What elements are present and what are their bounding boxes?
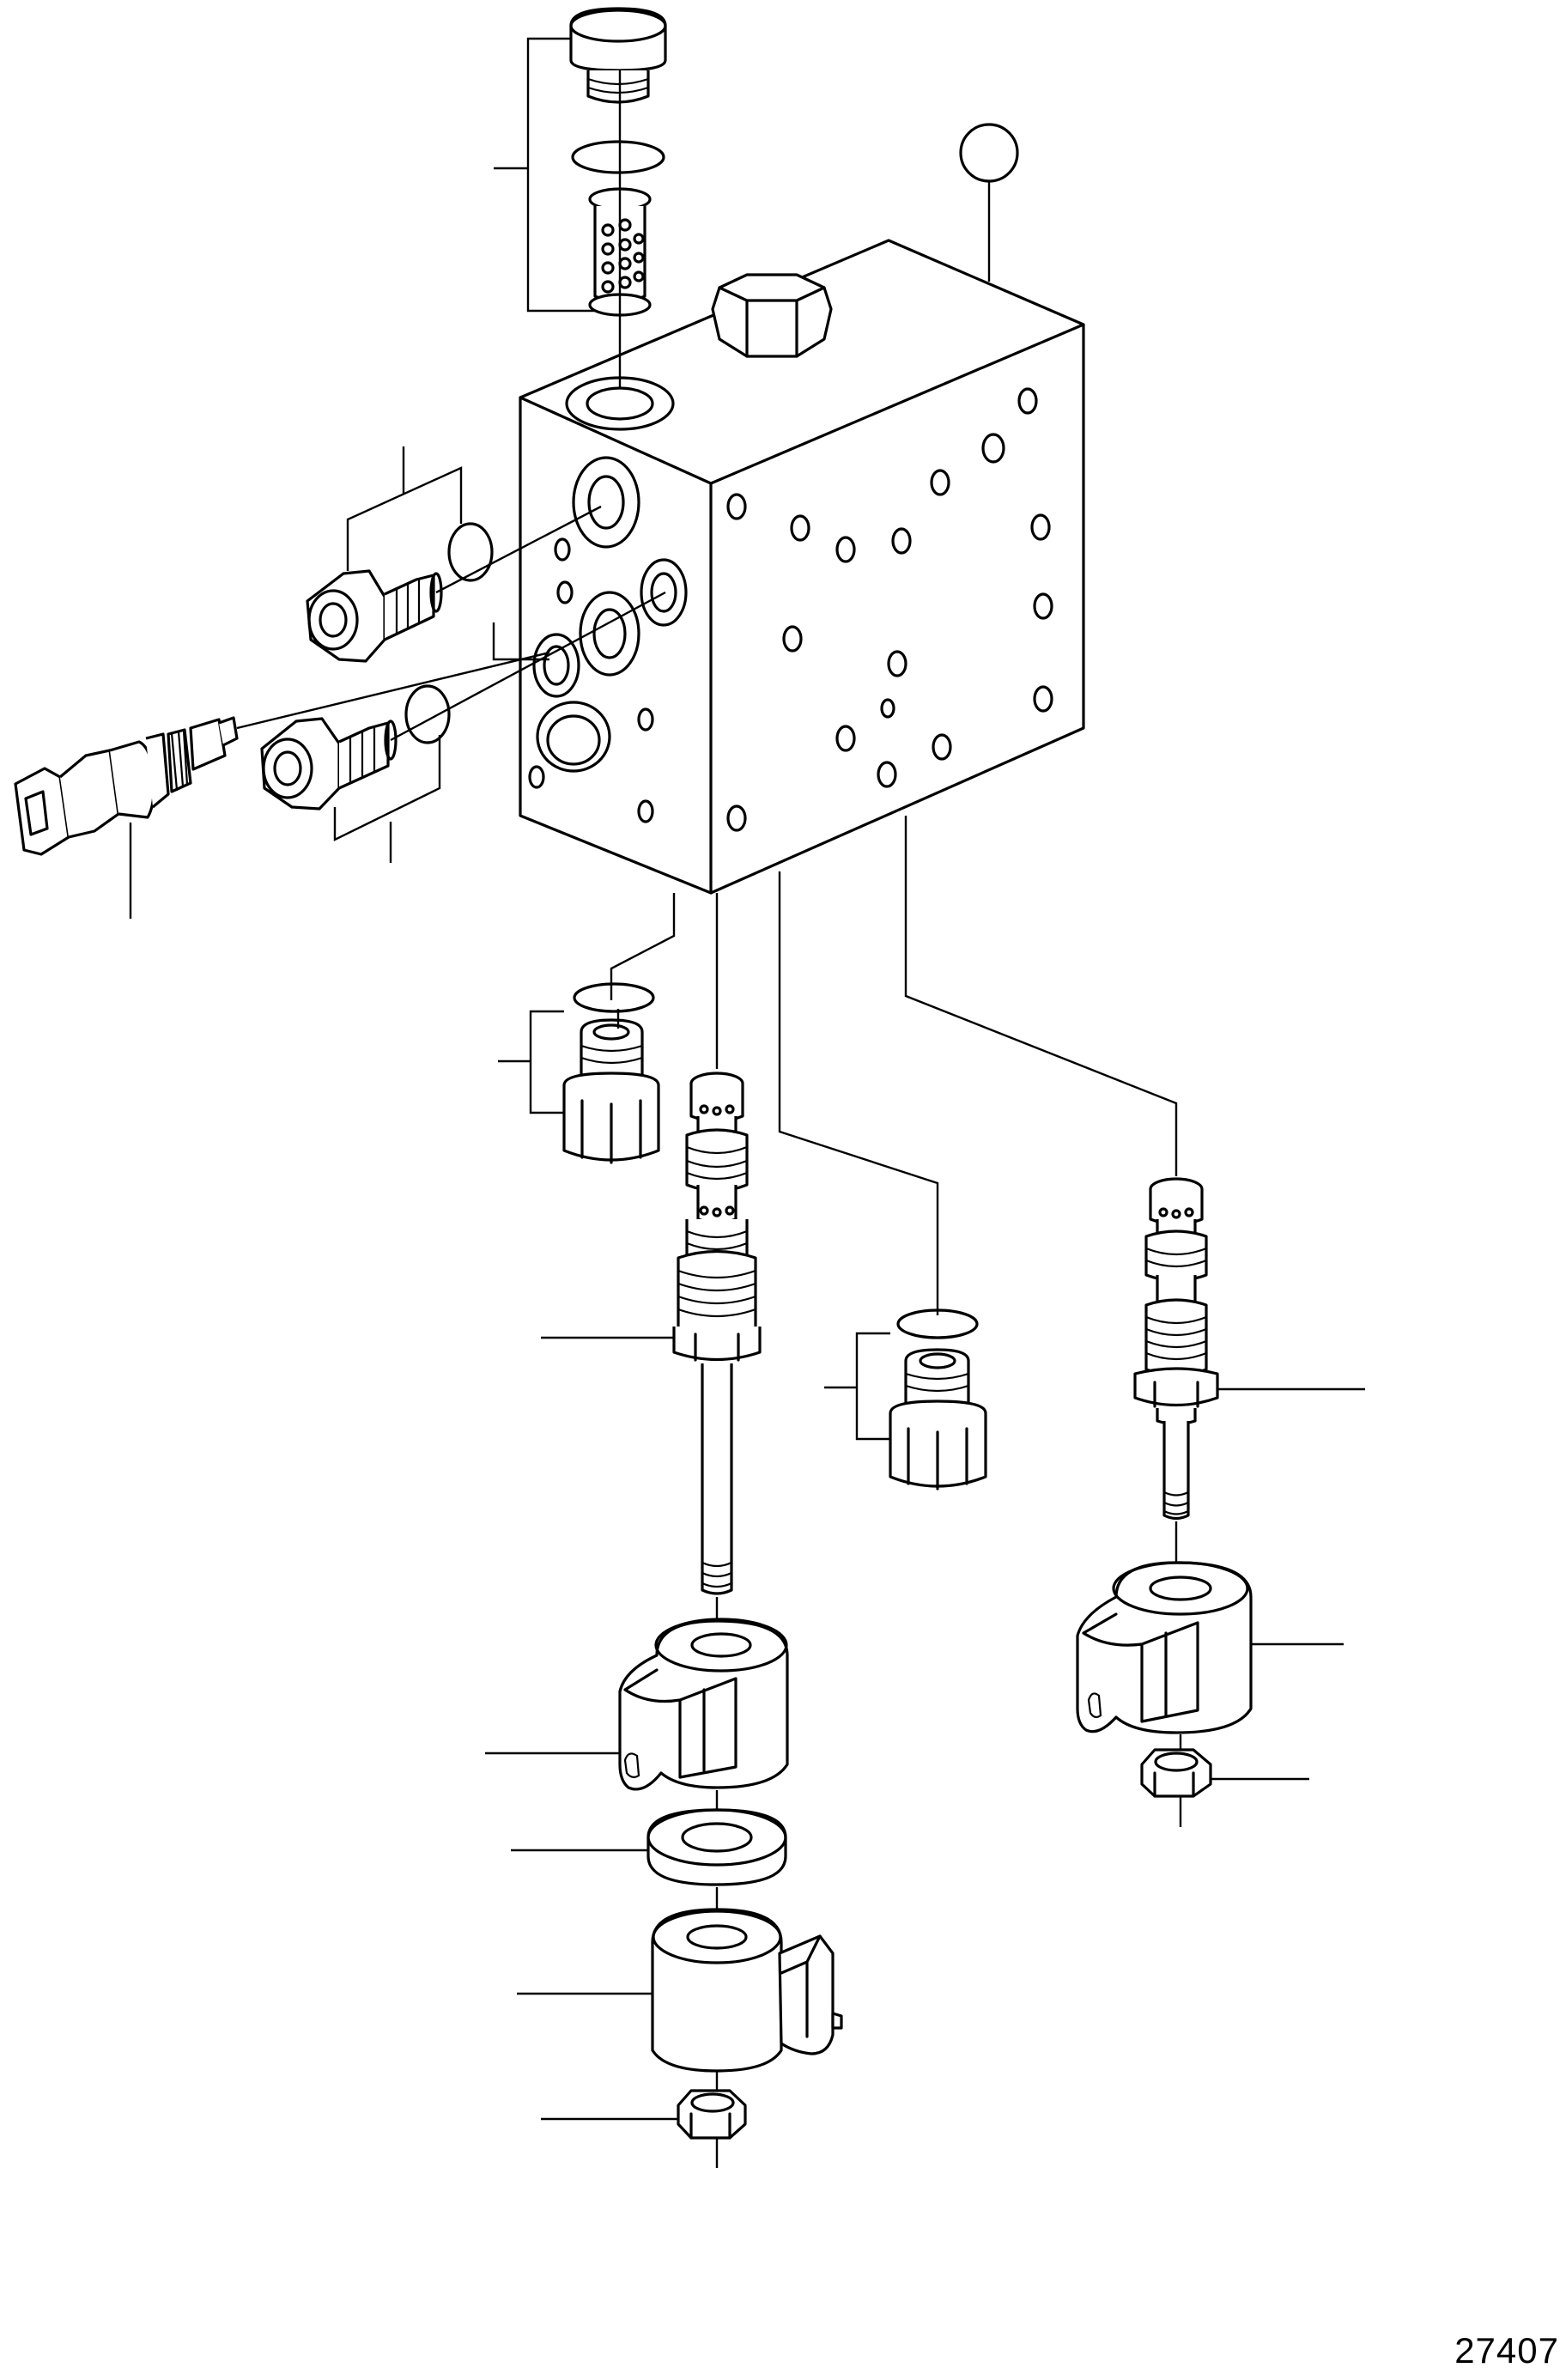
right-coil-nut <box>1140 1734 1309 1827</box>
top-hex-plug <box>711 273 833 358</box>
middle-plug <box>778 871 987 1491</box>
reference-callout-circle <box>959 123 1019 282</box>
right-face-holes <box>726 387 1053 832</box>
lower-plug-left <box>498 893 676 1164</box>
right-solenoid-coil <box>1076 1521 1344 1734</box>
lower-hose-fitting <box>260 591 666 863</box>
upper-hose-fitting <box>306 446 602 663</box>
center-spacer-washer <box>511 1790 787 1886</box>
valve-block <box>519 239 1085 895</box>
center-upper-coil <box>485 1597 789 1791</box>
center-lower-coil <box>517 1887 843 2073</box>
upper-fitting-o-ring <box>447 522 494 582</box>
top-plug-filter-stack <box>494 7 667 388</box>
lower-fitting-o-ring <box>404 684 451 744</box>
figure-reference-number: 27407 <box>1454 2330 1559 2371</box>
center-coil-nut <box>541 2071 747 2168</box>
pressure-sensor <box>14 622 550 919</box>
top-o-ring <box>571 140 665 174</box>
top-screw-plug <box>569 7 667 104</box>
center-cartridge-valve <box>541 893 762 1595</box>
right-cartridge-valve <box>904 816 1365 1521</box>
